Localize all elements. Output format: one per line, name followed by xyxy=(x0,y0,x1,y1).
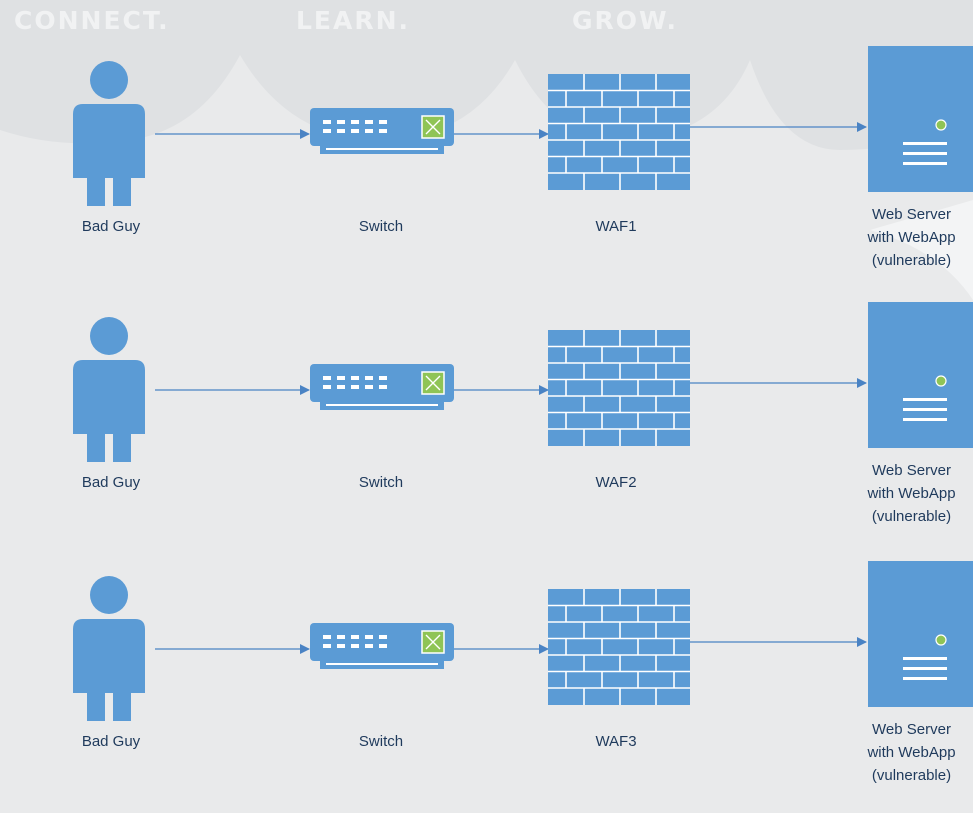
server-label-line3: (vulnerable) xyxy=(871,508,952,525)
server-icon xyxy=(868,561,973,707)
person-label: Bad Guy xyxy=(81,474,141,491)
watermark-grow: GROW. xyxy=(572,6,679,35)
network-row-3: Bad Guy Switch WAF3 Web Server with WebA… xyxy=(0,553,973,813)
server-label-line1: Web Server xyxy=(872,206,951,223)
server-label-line2: with WebApp xyxy=(867,485,956,502)
server-label: Web Server with WebApp (vulnerable) xyxy=(850,203,973,272)
person-label: Bad Guy xyxy=(81,218,141,235)
switch-label: Switch xyxy=(358,218,404,235)
server-icon xyxy=(868,302,973,448)
server-icon xyxy=(868,46,973,192)
server-label-line2: with WebApp xyxy=(867,229,956,246)
person-icon xyxy=(73,317,145,462)
waf-label: WAF2 xyxy=(595,474,637,491)
watermark-connect: CONNECT. xyxy=(14,6,170,35)
connectors xyxy=(155,378,867,395)
server-label: Web Server with WebApp (vulnerable) xyxy=(850,459,973,528)
waf-label: WAF1 xyxy=(595,218,637,235)
waf-label: WAF3 xyxy=(595,733,637,750)
switch-icon xyxy=(310,108,454,154)
firewall-icon xyxy=(548,330,690,446)
background-decoration xyxy=(0,0,973,788)
connectors xyxy=(155,122,867,139)
network-row-2: Bad Guy Switch WAF2 Web Server with WebA… xyxy=(0,294,973,554)
server-label: Web Server with WebApp (vulnerable) xyxy=(850,718,973,787)
switch-icon xyxy=(310,364,454,410)
network-row-1: Bad Guy Switch WAF1 Web Server with WebA… xyxy=(0,38,973,298)
firewall-icon xyxy=(548,74,690,190)
server-label-line1: Web Server xyxy=(872,721,951,738)
switch-label: Switch xyxy=(358,733,404,750)
firewall-icon xyxy=(548,589,690,705)
switch-icon xyxy=(310,623,454,669)
person-icon xyxy=(73,61,145,206)
server-label-line1: Web Server xyxy=(872,462,951,479)
server-label-line3: (vulnerable) xyxy=(871,252,952,269)
switch-label: Switch xyxy=(358,474,404,491)
person-icon xyxy=(73,576,145,721)
watermark-learn: LEARN. xyxy=(296,6,411,35)
server-label-line3: (vulnerable) xyxy=(871,767,952,784)
connectors xyxy=(155,637,867,654)
person-label: Bad Guy xyxy=(81,733,141,750)
server-label-line2: with WebApp xyxy=(867,744,956,761)
